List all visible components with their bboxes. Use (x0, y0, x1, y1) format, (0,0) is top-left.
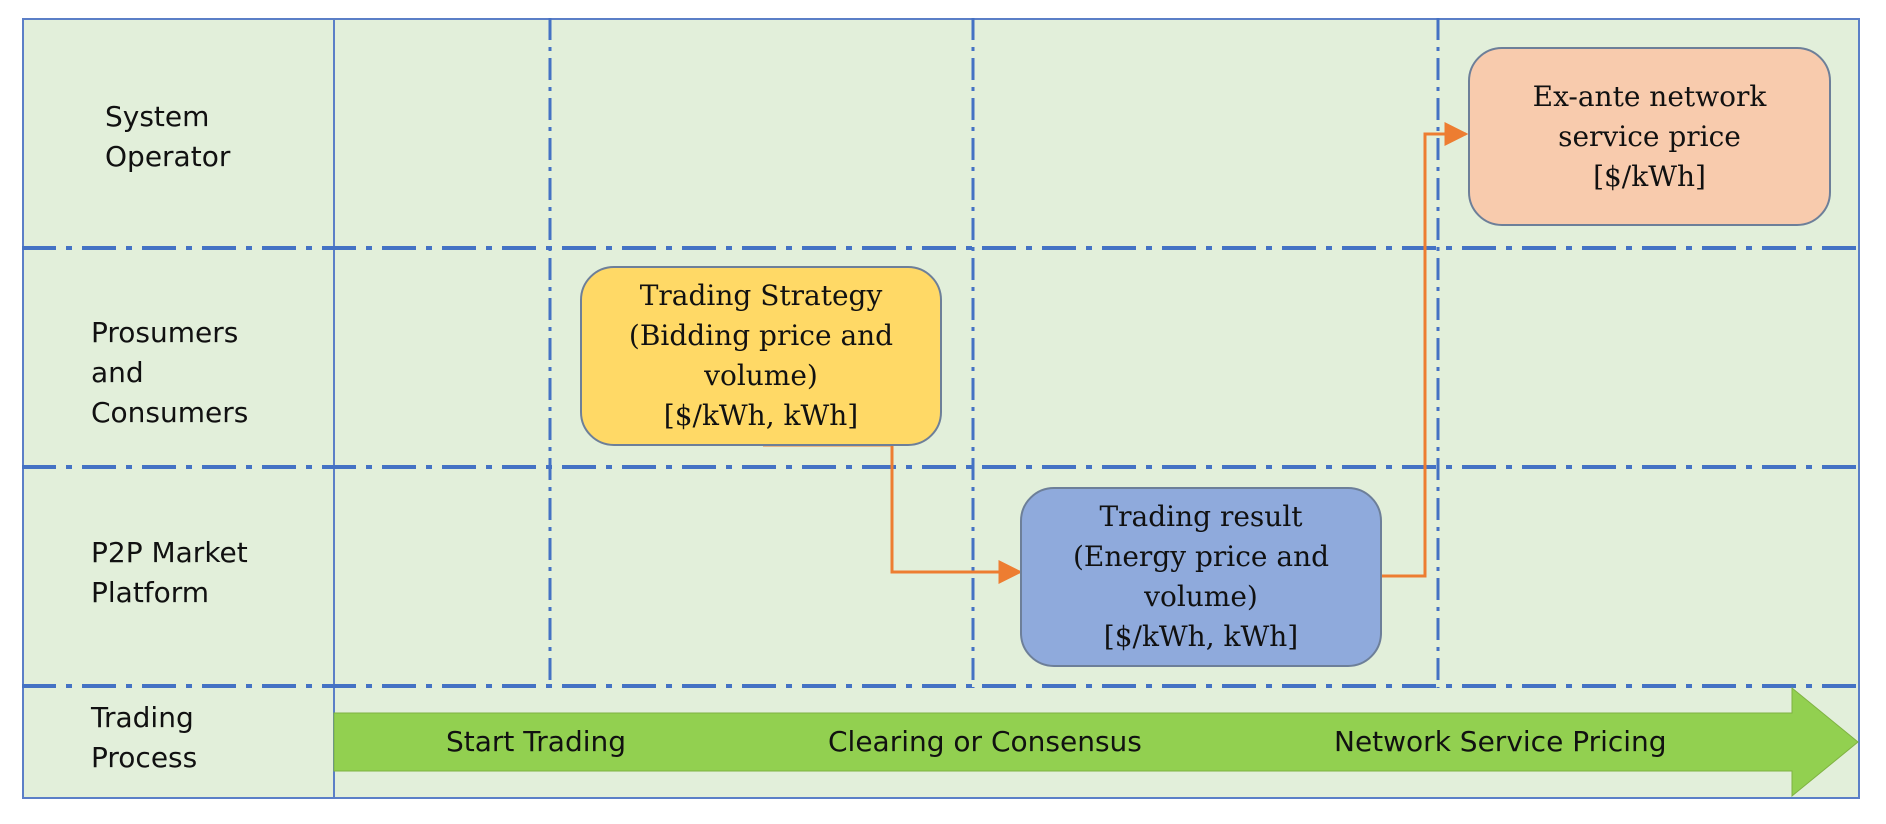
lane-label-trading-process: Trading Process (91, 701, 198, 774)
connector-strategy-to-result (763, 443, 1023, 584)
process-arrow (333, 686, 1859, 798)
stage-label-network-service-pricing: Network Service Pricing (1334, 725, 1667, 758)
lane-label-system-operator: System Operator (105, 100, 231, 173)
connector-result-to-price (1382, 122, 1469, 578)
lane-label-prosumers-consumers: Prosumers and Consumers (91, 316, 249, 429)
node-trading-result: Trading result (Energy price and volume)… (1020, 487, 1382, 667)
lane-label-p2p-market-platform: P2P Market Platform (91, 536, 248, 609)
stage-label-clearing-consensus: Clearing or Consensus (828, 725, 1142, 758)
node-ex-ante-network-service-price: Ex-ante network service price [$/kWh] (1468, 47, 1831, 226)
stage-label-start-trading: Start Trading (446, 725, 627, 758)
node-trading-strategy: Trading Strategy (Bidding price and volu… (580, 266, 942, 446)
